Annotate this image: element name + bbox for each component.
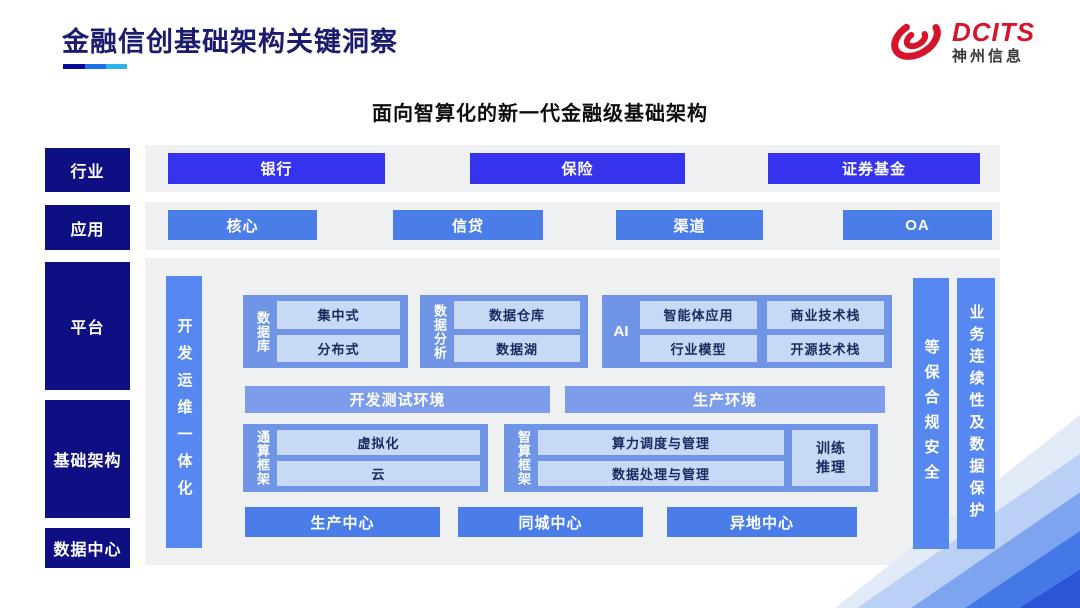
- center-box-remote: 异地中心: [667, 507, 857, 537]
- intelligent-compute-group-label: 智算框架: [516, 430, 531, 486]
- dev-test-environment-bar: 开发测试环境: [245, 386, 550, 413]
- ai-chip-commercial-stack: 商业技术栈: [767, 301, 884, 329]
- analytics-group: 数据分析 数据仓库 数据湖: [420, 295, 588, 368]
- underline-segment: [106, 64, 127, 69]
- database-chip-centralized: 集中式: [277, 301, 400, 329]
- ai-chip-agent-apps: 智能体应用: [640, 301, 757, 329]
- analytics-chip-lake: 数据湖: [454, 334, 580, 362]
- analytics-group-label: 数据分析: [432, 303, 447, 360]
- center-box-same-city: 同城中心: [458, 507, 643, 537]
- ai-chip-industry-models: 行业模型: [640, 334, 757, 362]
- general-compute-group-label: 通算框架: [255, 430, 270, 486]
- ai-group: AI 智能体应用 商业技术栈 行业模型 开源技术栈: [602, 295, 892, 368]
- center-box-production: 生产中心: [245, 507, 440, 537]
- production-environment-bar: 生产环境: [565, 386, 885, 413]
- database-group-label: 数据库: [255, 310, 270, 353]
- industry-box-insurance: 保险: [470, 153, 685, 184]
- logo-company-text: 神州信息: [952, 48, 1025, 65]
- ai-chip-opensource-stack: 开源技术栈: [767, 334, 884, 362]
- dcits-swirl-icon: [888, 16, 944, 67]
- application-box-channel: 渠道: [616, 210, 763, 240]
- application-box-credit: 信贷: [393, 210, 543, 240]
- general-compute-chip-cloud: 云: [277, 461, 480, 486]
- layer-label-application: 应用: [45, 205, 130, 250]
- database-chip-distributed: 分布式: [277, 334, 400, 362]
- application-box-core: 核心: [168, 210, 317, 240]
- continuity-vertical-bar: 业务连续性及数据保护: [957, 278, 995, 549]
- database-group: 数据库 集中式 分布式: [243, 295, 408, 368]
- application-box-oa: OA: [843, 210, 992, 240]
- diagram-title: 面向智算化的新一代金融级基础架构: [372, 103, 708, 125]
- logo-brand-text: DCITS: [952, 17, 1035, 47]
- title-underline: [63, 64, 127, 69]
- underline-segment: [63, 64, 85, 69]
- layer-label-platform: 平台: [45, 262, 130, 390]
- page-title: 金融信创基础架构关键洞察: [62, 27, 398, 57]
- underline-segment: [85, 64, 106, 69]
- industry-box-bank: 银行: [168, 153, 385, 184]
- ai-group-label: AI: [613, 323, 629, 340]
- intelligent-compute-chip-training: 训练推理: [792, 430, 870, 486]
- intelligent-compute-chip-dataproc: 数据处理与管理: [538, 461, 784, 486]
- analytics-chip-warehouse: 数据仓库: [454, 301, 580, 329]
- intelligent-compute-group: 智算框架 算力调度与管理 数据处理与管理 训练推理: [504, 424, 878, 492]
- layer-label-infrastructure: 基础架构: [45, 400, 130, 518]
- intelligent-compute-chip-scheduling: 算力调度与管理: [538, 430, 784, 455]
- general-compute-chip-virtualization: 虚拟化: [277, 430, 480, 455]
- company-logo: DCITS 神州信息: [888, 16, 1035, 67]
- devops-vertical-bar: 开发运维一体化: [166, 276, 202, 548]
- layer-label-industry: 行业: [45, 148, 130, 192]
- layer-label-datacenter: 数据中心: [45, 528, 130, 568]
- security-vertical-bar: 等保合规安全: [913, 278, 949, 549]
- general-compute-group: 通算框架 虚拟化 云: [243, 424, 488, 492]
- industry-box-securities: 证券基金: [768, 153, 980, 184]
